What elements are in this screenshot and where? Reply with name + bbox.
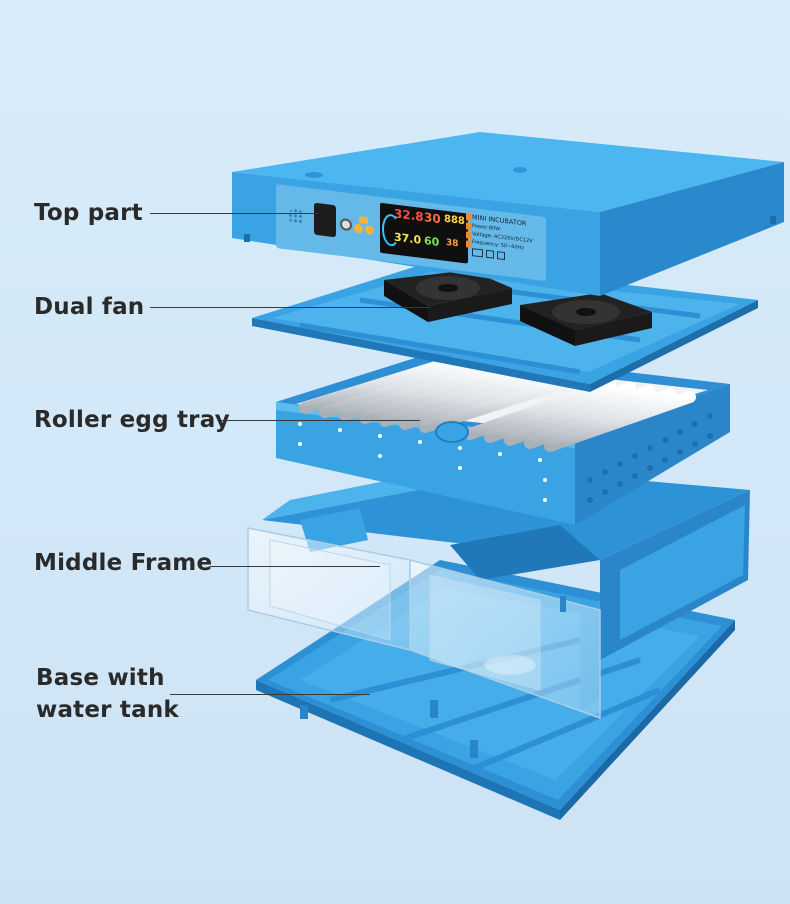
weee-icon [486,249,494,259]
callout-roller-egg-tray: Roller egg tray [34,407,230,433]
fan-right [520,293,652,346]
side-buttons [466,213,472,266]
power-socket-icon [314,202,336,238]
display-humidity: 888 [444,213,465,228]
button-icon[interactable] [354,223,363,234]
callout-base-line2: water tank [36,697,179,723]
leader-roller-egg-tray [220,420,420,421]
warning-icon [497,251,505,261]
speaker-grille-icon [288,207,304,226]
leader-dual-fan [150,307,430,308]
menu-button-icon[interactable] [466,213,472,222]
callout-base-line1: Base with [36,665,165,691]
menu-button-icon[interactable] [466,231,472,240]
callout-top-part: Top part [34,200,143,226]
button-icon[interactable] [365,224,374,236]
leader-top-part [150,213,318,214]
display-row2-b: 60 [424,234,440,250]
leader-base [170,694,370,695]
spec-label: MINI INCUBATOR Power:80W Voltage: AC220V… [472,213,540,275]
ce-mark-icon [472,248,483,258]
roller-egg-tray [276,350,730,525]
button-icon[interactable] [359,216,368,225]
menu-button-icon[interactable] [466,222,472,231]
callout-middle-frame: Middle Frame [34,550,213,576]
display-temp-actual: 30 [424,210,441,227]
callout-dual-fan: Dual fan [34,294,145,320]
dual-fan [252,262,758,392]
lcd-display: 32.8 30 888 37.0 60 38 [380,202,468,264]
display-row2-c: 38 [446,237,459,250]
control-buttons [354,216,376,241]
fan-left [384,270,512,322]
menu-button-icon[interactable] [466,240,472,249]
dc-jack-icon [340,217,352,232]
leader-middle-frame [210,566,380,567]
